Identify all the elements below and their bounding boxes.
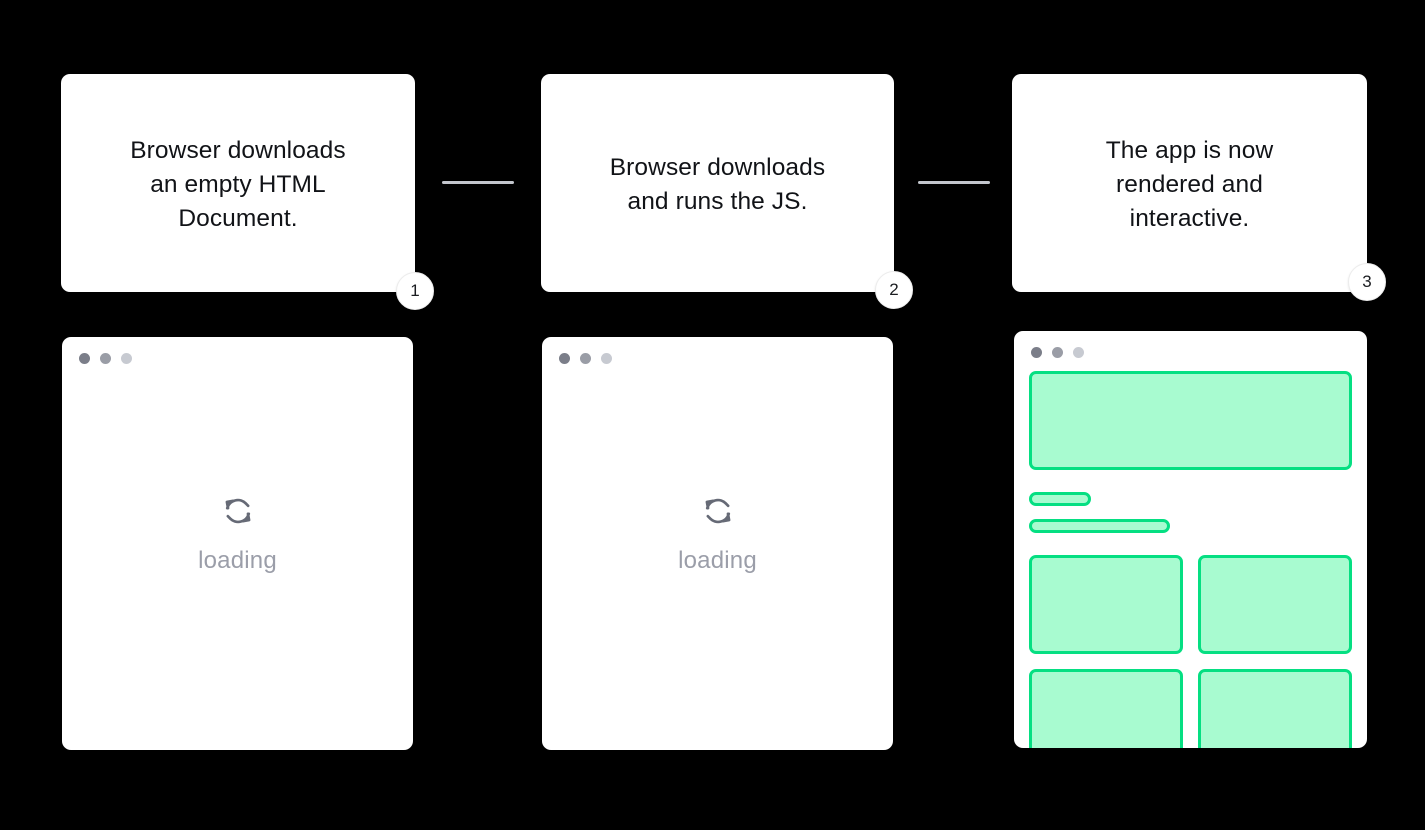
loading-state-2: loading (542, 492, 893, 575)
loading-state-1: loading (62, 492, 413, 575)
traffic-dot-close-icon (79, 353, 90, 364)
short-bar (1029, 492, 1091, 506)
step-badge-3: 3 (1348, 263, 1386, 301)
step-caption-3: The app is now rendered and interactive. (1105, 137, 1274, 232)
traffic-dot-minimize-icon (1052, 347, 1063, 358)
step-card-2: Browser downloads and runs the JS. (541, 74, 894, 292)
step-badge-label-1: 1 (410, 281, 420, 300)
step-card-1: Browser downloads an empty HTML Document… (61, 74, 415, 292)
hero-block (1029, 371, 1352, 470)
step-badge-label-3: 3 (1362, 272, 1372, 291)
traffic-dot-minimize-icon (100, 353, 111, 364)
tile-3 (1029, 669, 1183, 748)
browser-window-2: loading (542, 337, 893, 750)
refresh-spinner-icon (705, 498, 730, 524)
step-badge-1: 1 (396, 272, 434, 310)
window-traffic-lights-1 (79, 353, 132, 364)
traffic-dot-close-icon (1031, 347, 1042, 358)
tile-grid (1029, 555, 1352, 748)
refresh-spinner-icon (225, 498, 250, 524)
step-caption-2: Browser downloads and runs the JS. (609, 154, 826, 215)
step-caption-1: Browser downloads an empty HTML Document… (130, 137, 346, 232)
step-badge-label-2: 2 (889, 280, 899, 299)
window-traffic-lights-2 (559, 353, 612, 364)
step-card-3: The app is now rendered and interactive. (1012, 74, 1367, 292)
connector-2-to-3 (918, 181, 990, 184)
step-badge-2: 2 (875, 271, 913, 309)
long-bar (1029, 519, 1170, 533)
connector-1-to-2 (442, 181, 514, 184)
traffic-dot-maximize-icon (1073, 347, 1084, 358)
traffic-dot-minimize-icon (580, 353, 591, 364)
tile-1 (1029, 555, 1183, 654)
browser-window-1: loading (62, 337, 413, 750)
traffic-dot-maximize-icon (121, 353, 132, 364)
tile-4 (1198, 669, 1352, 748)
rendered-app-skeleton (1029, 371, 1352, 748)
window-traffic-lights-3 (1031, 347, 1084, 358)
loading-label-2: loading (678, 547, 757, 574)
traffic-dot-maximize-icon (601, 353, 612, 364)
tile-2 (1198, 555, 1352, 654)
traffic-dot-close-icon (559, 353, 570, 364)
text-placeholder-bars (1029, 492, 1352, 533)
loading-label-1: loading (198, 547, 277, 574)
browser-window-3 (1014, 331, 1367, 748)
